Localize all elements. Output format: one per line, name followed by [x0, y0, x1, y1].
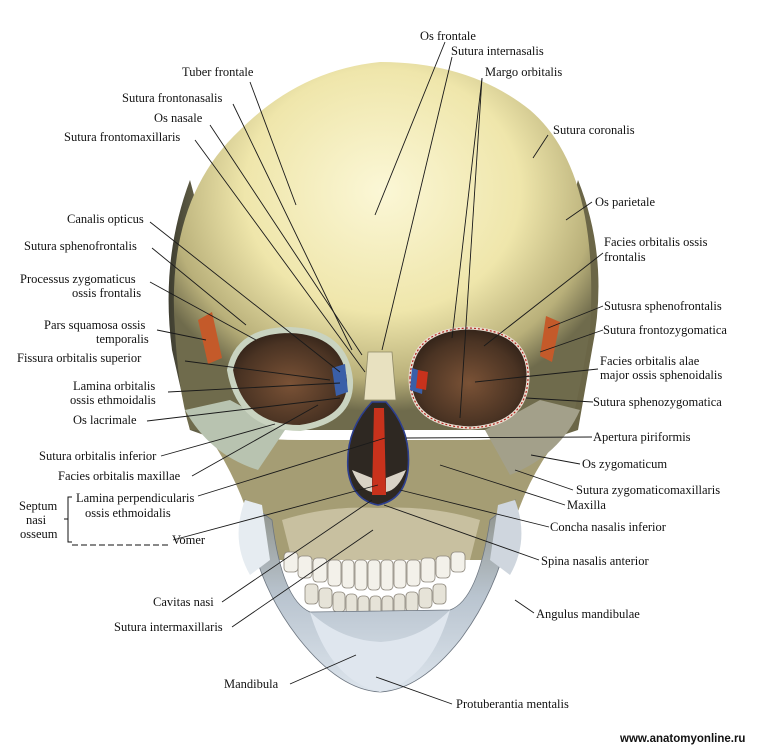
label-concha-nasalis-inferior: Concha nasalis inferior: [550, 520, 667, 534]
label-sutura-sphenozygomatica: Sutura sphenozygomatica: [593, 395, 722, 409]
label-sutura-zygomaticomaxillaris: Sutura zygomaticomaxillaris: [576, 483, 720, 497]
label-os-nasale: Os nasale: [154, 111, 203, 125]
label-apertura-piriformis: Apertura piriformis: [593, 430, 691, 444]
label-margo-orbitalis: Margo orbitalis: [485, 65, 562, 79]
maxilla-lower: [282, 507, 480, 560]
label-facies-orbitalis-maxillae: Facies orbitalis maxillae: [58, 469, 181, 483]
conchae: [352, 470, 406, 492]
label-mandibula: Mandibula: [224, 677, 279, 691]
mandible-ramus-left: [238, 500, 270, 575]
left-orbit: [226, 326, 354, 432]
label-sutura-frontonasalis: Sutura frontonasalis: [122, 91, 222, 105]
left-ethmoid-plate: [332, 364, 348, 396]
label-sutura-intermaxillaris: Sutura intermaxillaris: [114, 620, 223, 634]
label-processus-zygomaticus: Processus zygomaticus: [20, 272, 136, 286]
label-canalis-opticus: Canalis opticus: [67, 212, 144, 226]
label-lamina-perpendicularis: Lamina perpendicularis: [76, 491, 194, 505]
septum-red: [372, 408, 386, 495]
label-sutura-frontozygomatica: Sutura frontozygomatica: [603, 323, 727, 337]
septum-bracket: [64, 496, 168, 546]
label-sutura-orbitalis-inferior: Sutura orbitalis inferior: [39, 449, 157, 463]
right-orbit-rim: [409, 327, 529, 429]
label-tuber-frontale: Tuber frontale: [182, 65, 254, 79]
label-facies-orbitalis-frontalis: Facies orbitalis ossis: [604, 235, 708, 249]
label-facies-orbitalis-alae: Facies orbitalis alae: [600, 354, 700, 368]
label-sutura-internasalis: Sutura internasalis: [451, 44, 544, 58]
label-lamina-orbitalis: Lamina orbitalis: [73, 379, 155, 393]
label-facies-orbitalis-alae-2: major ossis sphenoidalis: [600, 368, 722, 382]
label-angulus-mandibulae: Angulus mandibulae: [536, 607, 640, 621]
label-maxilla: Maxilla: [567, 498, 606, 512]
label-os-parietale: Os parietale: [595, 195, 655, 209]
label-spina-nasalis-anterior: Spina nasalis anterior: [541, 554, 649, 568]
mandible-ramus-right: [490, 500, 522, 575]
label-fissura-orbitalis-superior: Fissura orbitalis superior: [17, 351, 142, 365]
left-squamosa-patch: [198, 312, 222, 364]
label-vomer: Vomer: [172, 533, 206, 547]
label-septum-2: nasi: [26, 513, 47, 527]
watermark: www.anatomyonline.ru: [619, 733, 745, 745]
label-sutura-sphenofrontalis: Sutura sphenofrontalis: [24, 239, 137, 253]
label-os-frontale: Os frontale: [420, 29, 476, 43]
label-lamina-orbitalis-2: ossis ethmoidalis: [70, 393, 156, 407]
label-protuberantia-mentalis: Protuberantia mentalis: [456, 697, 569, 711]
label-sutura-coronalis: Sutura coronalis: [553, 123, 635, 137]
label-pars-squamosa: Pars squamosa ossis: [44, 318, 146, 332]
label-os-zygomaticum: Os zygomaticum: [582, 457, 667, 471]
skull-illustration: [168, 62, 599, 693]
label-os-lacrimale: Os lacrimale: [73, 413, 137, 427]
label-processus-zygomaticus-2: ossis frontalis: [72, 286, 141, 300]
labels: Os frontale Sutura internasalis Margo or…: [17, 29, 745, 745]
right-orbit-red: [416, 370, 428, 390]
mandible: [244, 499, 516, 693]
label-cavitas-nasi: Cavitas nasi: [153, 595, 214, 609]
label-septum-3: osseum: [20, 527, 58, 541]
leader-lines: [146, 41, 604, 705]
chin: [310, 610, 450, 692]
label-pars-squamosa-2: temporalis: [96, 332, 149, 346]
label-sutusra-sphenofrontalis: Sutusra sphenofrontalis: [604, 299, 722, 313]
nasal-bones: [363, 351, 397, 401]
label-sutura-frontomaxillaris: Sutura frontomaxillaris: [64, 130, 180, 144]
label-lamina-perpendicularis-2: ossis ethmoidalis: [85, 506, 171, 520]
label-septum: Septum: [19, 499, 57, 513]
label-facies-orbitalis-frontalis-2: frontalis: [604, 250, 646, 264]
